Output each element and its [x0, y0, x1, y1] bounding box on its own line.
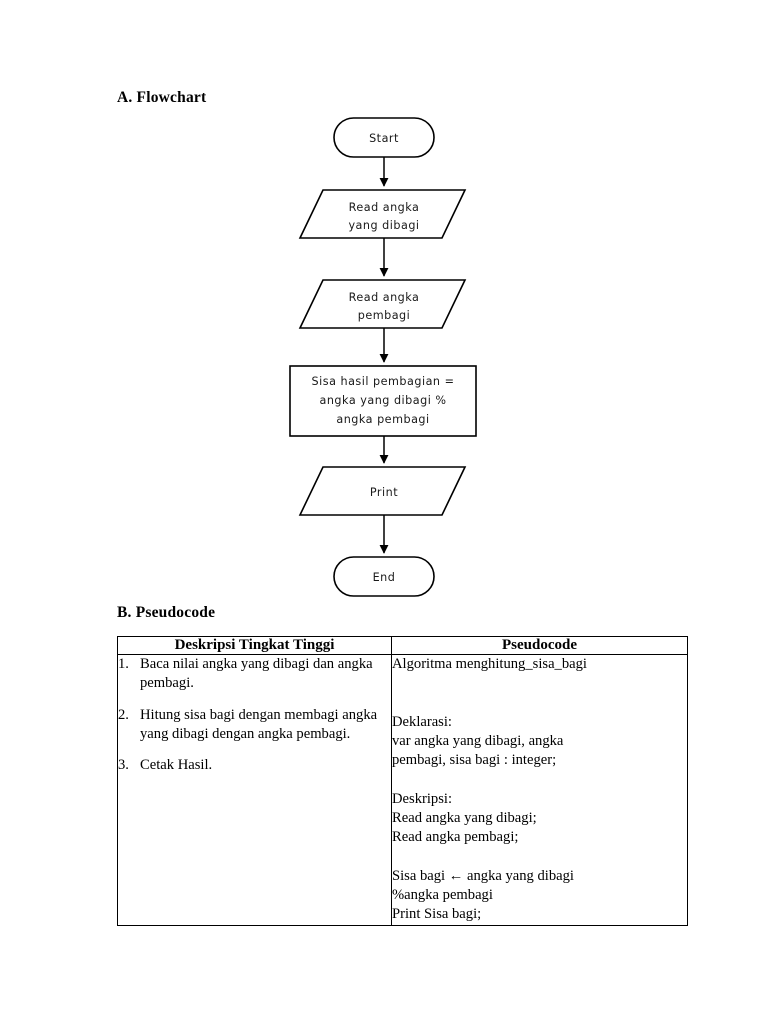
pseudocode-line: Deklarasi: [392, 713, 452, 730]
pseudocode-line [392, 771, 687, 790]
pseudocode-line: Deskripsi: [392, 790, 452, 807]
flow-node-read-divisor-label-1: Read angka [349, 291, 420, 304]
pseudocode-line [392, 674, 687, 693]
list-item-text: Cetak Hasil. [140, 757, 213, 773]
table-header-row: Deskripsi Tingkat Tinggi Pseudocode [117, 636, 688, 655]
pseudocode-line: Algoritma menghitung_sisa_bagi [392, 656, 587, 672]
description-cell: 1. Baca nilai angka yang dibagi dan angk… [117, 654, 392, 926]
flow-node-read-dividend[interactable]: Read angka yang dibagi [298, 189, 467, 239]
pseudocode-line: pembagi, sisa bagi : integer; [392, 752, 557, 769]
page-title-pseudocode: B. Pseudocode [117, 604, 216, 621]
table-header-pseudocode: Pseudocode [391, 636, 688, 655]
flow-node-start[interactable]: Start [333, 117, 435, 158]
flowchart-diagram: Start Read angka yang dibagi Read angka … [289, 117, 477, 597]
flow-node-start-label: Start [369, 132, 399, 145]
flow-node-process-label-1: Sisa hasil pembagian = [312, 375, 455, 388]
flow-node-read-dividend-label-2: yang dibagi [348, 219, 419, 232]
list-item: 1. Baca nilai angka yang dibagi dan angk… [118, 655, 391, 694]
list-item: 2. Hitung sisa bagi dengan membagi angka… [118, 706, 391, 745]
pseudocode-cell: Algoritma menghitung_sisa_bagi Deklarasi… [391, 654, 688, 926]
pseudocode-line: %angka pembagi [392, 887, 493, 904]
flow-node-print-label: Print [370, 486, 398, 499]
description-list: 1. Baca nilai angka yang dibagi dan angk… [118, 655, 391, 775]
list-item-text: Hitung sisa bagi dengan membagi angka ya… [140, 706, 378, 742]
table-row: 1. Baca nilai angka yang dibagi dan angk… [117, 654, 688, 926]
list-item-text: Baca nilai angka yang dibagi dan angka p… [140, 656, 373, 692]
pseudocode-block: Algoritma menghitung_sisa_bagi Deklarasi… [392, 655, 687, 925]
pseudocode-line [392, 848, 687, 867]
flow-node-read-divisor[interactable]: Read angka pembagi [298, 279, 467, 329]
list-item-number: 1. [118, 656, 129, 672]
list-item-number: 2. [118, 706, 129, 723]
pseudocode-line: Print Sisa bagi; [392, 906, 482, 923]
flow-node-end-label: End [373, 571, 396, 584]
pseudocode-line: Read angka yang dibagi; [392, 810, 537, 827]
pseudocode-line [392, 694, 687, 713]
page-title-flowchart: A. Flowchart [117, 89, 207, 106]
flow-node-print[interactable]: Print [298, 466, 467, 516]
flow-node-end[interactable]: End [333, 556, 435, 597]
flow-node-process-label-3: angka pembagi [336, 413, 429, 426]
flow-node-read-divisor-label-2: pembagi [358, 309, 411, 322]
flow-node-read-dividend-label-1: Read angka [349, 201, 420, 214]
pseudocode-line: var angka yang dibagi, angka [392, 733, 564, 750]
list-item-number: 3. [118, 757, 129, 773]
pseudocode-line: Read angka pembagi; [392, 829, 519, 846]
list-item: 3. Cetak Hasil. [118, 756, 391, 775]
flow-node-process[interactable]: Sisa hasil pembagian = angka yang dibagi… [289, 365, 477, 437]
flow-node-process-label-2: angka yang dibagi % [319, 394, 446, 407]
pseudocode-line: Sisa bagi ← angka yang dibagi [392, 867, 574, 884]
pseudocode-table: Deskripsi Tingkat Tinggi Pseudocode 1. B… [117, 636, 688, 926]
table-header-description: Deskripsi Tingkat Tinggi [117, 636, 392, 655]
